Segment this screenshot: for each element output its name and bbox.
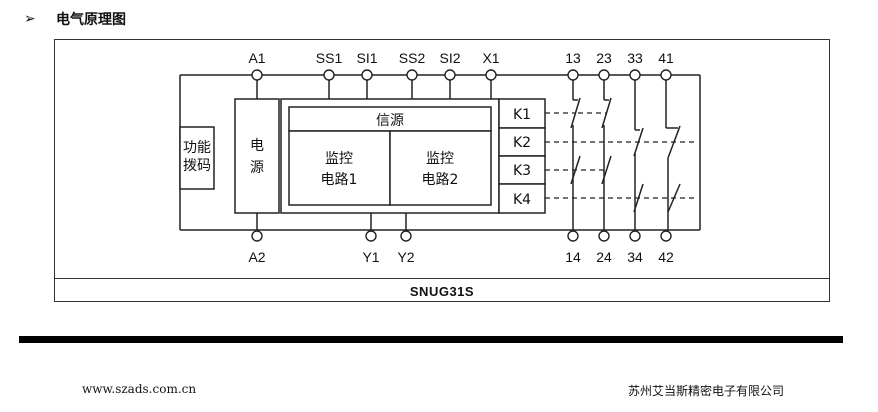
label-23: 23 xyxy=(596,50,612,66)
contact-13-14-blade xyxy=(570,97,581,129)
label-x1: X1 xyxy=(482,50,499,66)
footer-company: 苏州艾当斯精密电子有限公司 xyxy=(628,384,785,398)
signal-source-box xyxy=(288,106,492,132)
terminal-13 xyxy=(567,69,579,81)
terminal-y2 xyxy=(400,230,412,242)
label-y1: Y1 xyxy=(362,249,379,265)
relay-k1-label: K1 xyxy=(513,107,531,123)
terminal-si2 xyxy=(444,69,456,81)
terminal-a1 xyxy=(251,69,263,81)
section-header: ➢ 电气原理图 xyxy=(24,8,126,30)
label-ss2: SS2 xyxy=(399,50,426,66)
label-33: 33 xyxy=(627,50,643,66)
power-label-line1: 电 xyxy=(250,138,264,154)
diagram-frame: SNUG31S xyxy=(54,39,830,302)
caption-row: SNUG31S xyxy=(55,278,829,303)
label-a2: A2 xyxy=(248,249,265,265)
monitor-2-line1: 监控 xyxy=(426,151,454,167)
monitor-1-line2: 电路1 xyxy=(321,172,358,188)
label-24: 24 xyxy=(596,249,612,265)
label-y2: Y2 xyxy=(397,249,414,265)
monitor-circuit-2-box xyxy=(389,130,492,206)
terminal-14 xyxy=(567,230,579,242)
terminal-x1 xyxy=(485,69,497,81)
signal-source-label: 信源 xyxy=(376,113,404,129)
label-si1: SI1 xyxy=(356,50,377,66)
label-41: 41 xyxy=(658,50,674,66)
label-14: 14 xyxy=(565,249,581,265)
terminal-si1 xyxy=(361,69,373,81)
terminal-41 xyxy=(660,69,672,81)
terminal-34 xyxy=(629,230,641,242)
relay-k2-label: K2 xyxy=(513,135,531,151)
terminal-24 xyxy=(598,230,610,242)
contact-23-24-blade xyxy=(601,97,612,129)
label-a1: A1 xyxy=(248,50,265,66)
terminal-a2 xyxy=(251,230,263,242)
power-supply-block xyxy=(234,98,280,214)
power-label-line2: 源 xyxy=(250,160,264,176)
function-switch-line1: 功能 xyxy=(183,140,211,156)
model-caption: SNUG31S xyxy=(409,283,475,299)
label-13: 13 xyxy=(565,50,581,66)
footer-url: www.szads.com.cn xyxy=(82,382,197,396)
terminal-ss2 xyxy=(406,69,418,81)
page-divider xyxy=(19,336,843,343)
terminal-ss1 xyxy=(323,69,335,81)
label-si2: SI2 xyxy=(439,50,460,66)
section-title: 电气原理图 xyxy=(56,12,126,28)
label-42: 42 xyxy=(658,249,674,265)
terminal-33 xyxy=(629,69,641,81)
monitor-1-line1: 监控 xyxy=(325,151,353,167)
monitor-circuit-1-box xyxy=(288,130,391,206)
wiring-diagram: A1 SS1 SI1 SS2 SI2 X1 13 23 33 41 A2 Y1 … xyxy=(179,50,701,265)
terminal-42 xyxy=(660,230,672,242)
function-switch-box xyxy=(179,126,215,190)
label-34: 34 xyxy=(627,249,643,265)
relay-k3-label: K3 xyxy=(513,163,531,179)
relay-k4-label: K4 xyxy=(513,192,531,208)
monitor-2-line2: 电路2 xyxy=(422,172,459,188)
function-switch-line2: 拨码 xyxy=(183,158,211,174)
terminal-23 xyxy=(598,69,610,81)
terminal-y1 xyxy=(365,230,377,242)
label-ss1: SS1 xyxy=(316,50,343,66)
arrow-bullet-icon: ➢ xyxy=(24,11,36,27)
